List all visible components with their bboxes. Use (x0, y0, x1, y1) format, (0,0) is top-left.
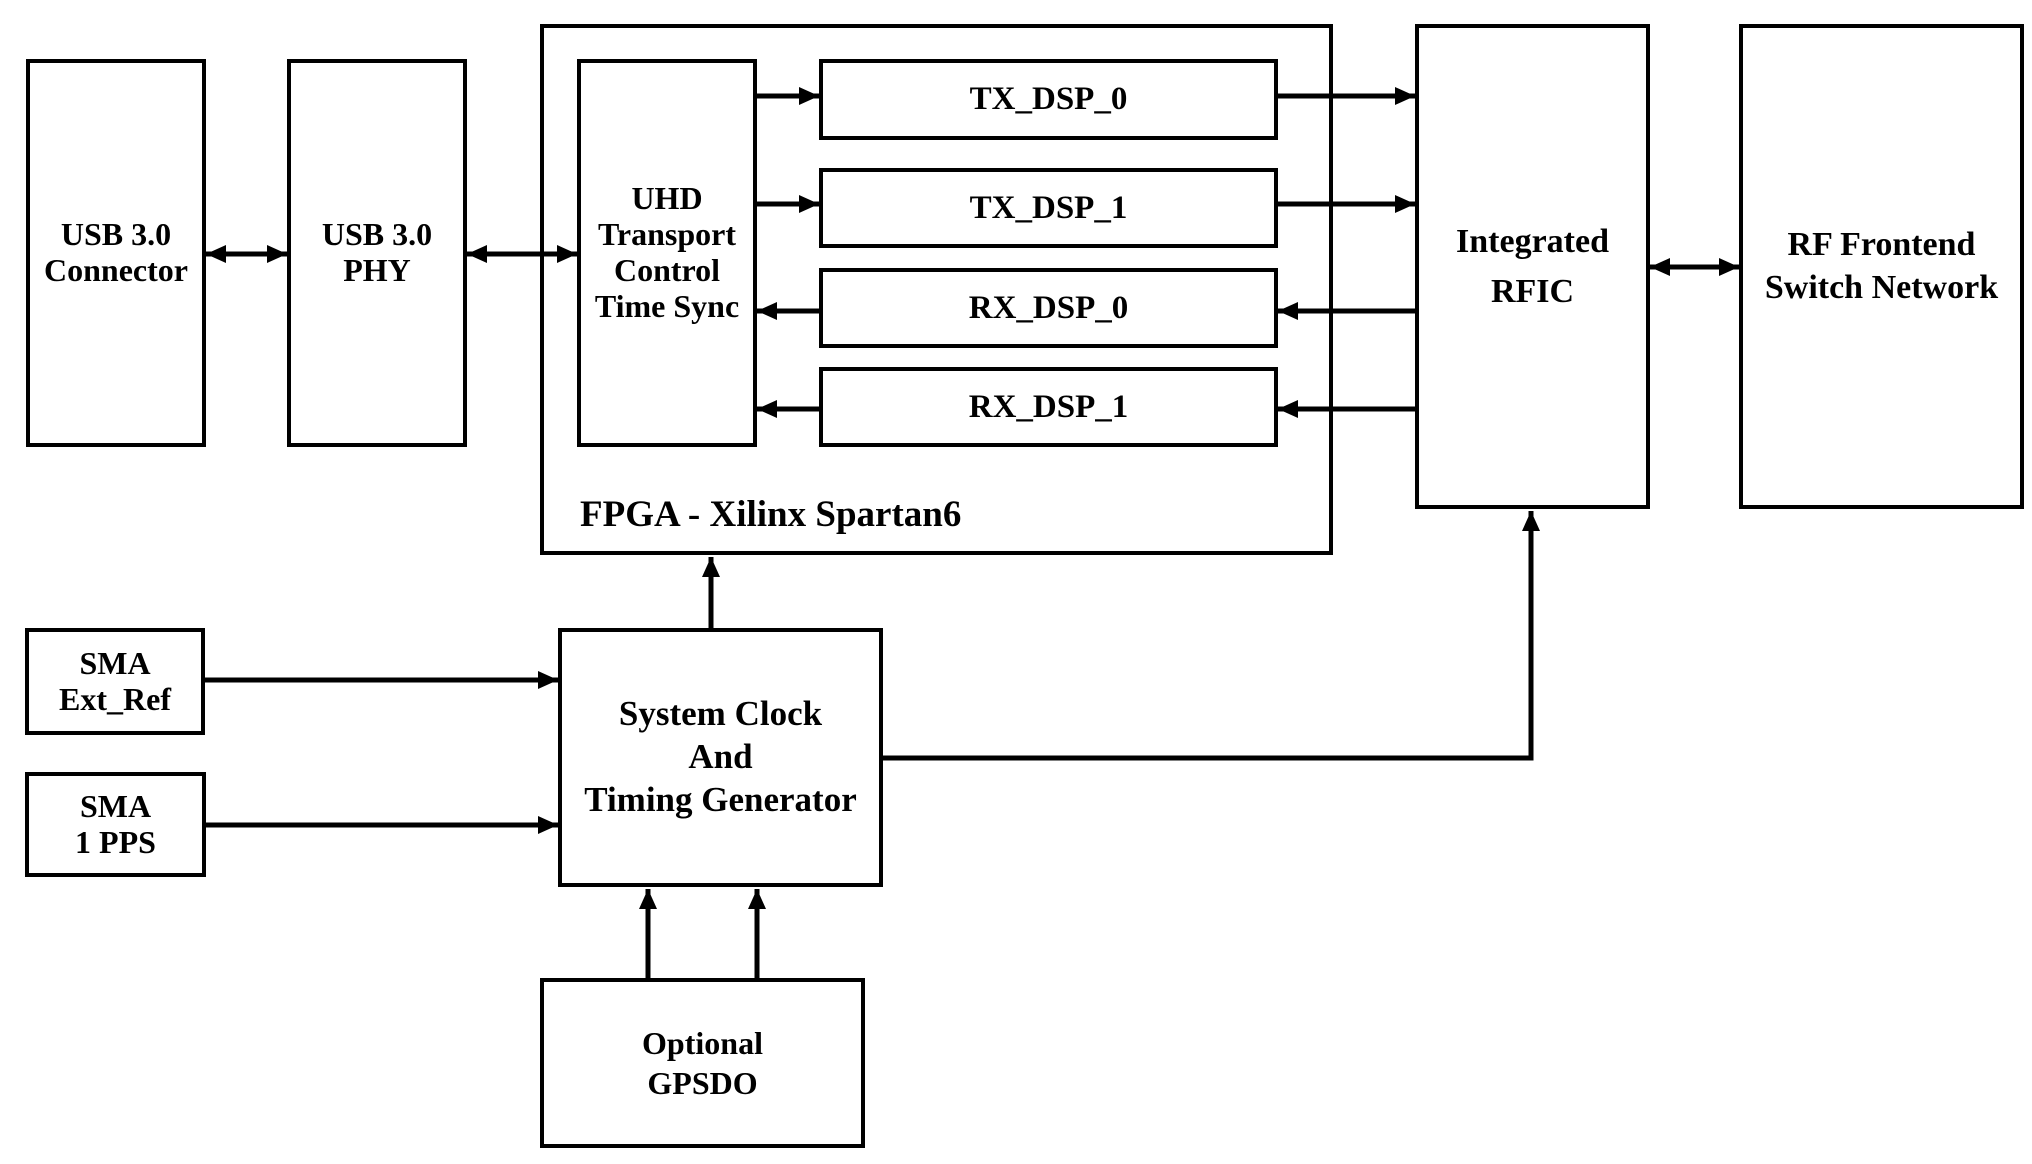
gpsdo-label: Optional GPSDO (642, 1025, 763, 1101)
rx-dsp-1-label: RX_DSP_1 (968, 388, 1129, 425)
rx-dsp-0-label: RX_DSP_0 (968, 289, 1129, 326)
fpga-label: FPGA - Xilinx Spartan6 (580, 494, 962, 535)
gpsdo-box: Optional GPSDO (540, 978, 865, 1148)
sma-1pps-box: SMA 1 PPS (25, 772, 206, 877)
integrated-rfic-box: Integrated RFIC (1415, 24, 1650, 509)
integrated-rfic-label: Integrated RFIC (1456, 223, 1609, 310)
sma-ext-ref-label: SMA Ext_Ref (59, 644, 171, 717)
tx-dsp-1-label: TX_DSP_1 (969, 189, 1128, 226)
uhd-transport-box: UHD Transport Control Time Sync (577, 59, 757, 447)
rf-frontend-box: RF Frontend Switch Network (1739, 24, 2024, 509)
usb-connector-box: USB 3.0 Connector (26, 59, 206, 447)
usb-connector-label: USB 3.0 Connector (44, 216, 188, 288)
rf-frontend-label: RF Frontend Switch Network (1764, 226, 1999, 306)
usb-phy-label: USB 3.0 PHY (321, 216, 433, 288)
rx-dsp-1-box: RX_DSP_1 (819, 367, 1278, 447)
system-clock-label: System Clock And Timing Generator (584, 694, 857, 819)
rx-dsp-0-box: RX_DSP_0 (819, 268, 1278, 348)
system-clock-box: System Clock And Timing Generator (558, 628, 883, 887)
sma-ext-ref-box: SMA Ext_Ref (25, 628, 205, 735)
tx-dsp-1-box: TX_DSP_1 (819, 168, 1278, 248)
tx-dsp-0-box: TX_DSP_0 (819, 59, 1278, 140)
uhd-transport-label: UHD Transport Control Time Sync (594, 180, 740, 324)
usb-phy-box: USB 3.0 PHY (287, 59, 467, 447)
sma-1pps-label: SMA 1 PPS (75, 787, 156, 860)
tx-dsp-0-label: TX_DSP_0 (969, 81, 1128, 118)
